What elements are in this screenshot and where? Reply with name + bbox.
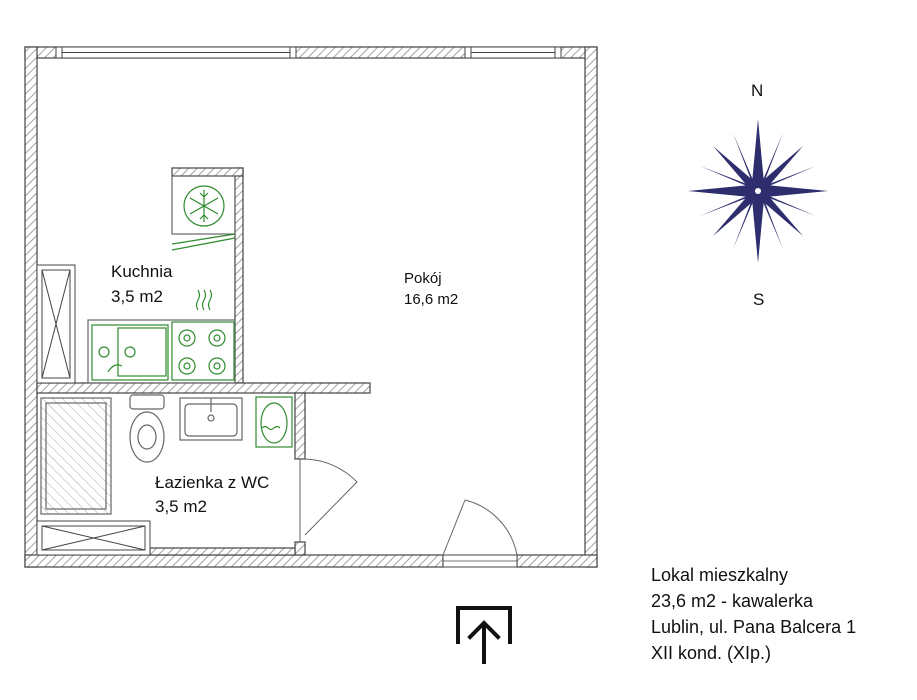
snowflake-icon	[189, 190, 219, 222]
bathroom-area: 3,5 m2	[155, 497, 207, 516]
info-line-area: 23,6 m2 - kawalerka	[651, 591, 814, 611]
doors	[299, 458, 518, 556]
windows	[55, 46, 562, 59]
compass-north-label: N	[751, 81, 764, 100]
bathroom-fixtures	[40, 394, 293, 515]
info-line-address: Lublin, ul. Pana Balcera 1	[651, 617, 857, 637]
interior-walls	[36, 167, 371, 556]
compass-rose-icon	[688, 119, 828, 263]
entrance-arrow-icon	[456, 606, 512, 664]
kitchen-area: 3,5 m2	[111, 287, 163, 306]
compass-south-label: S	[753, 290, 765, 309]
washbasin-icon	[179, 397, 243, 441]
toilet-icon	[129, 394, 165, 463]
ventilation-shafts	[36, 264, 151, 556]
room-area: 16,6 m2	[404, 291, 459, 308]
info-line-floor: XII kond. (XIp.)	[651, 643, 772, 663]
kitchen-fixtures	[87, 175, 236, 384]
outer-walls	[24, 46, 598, 568]
room-name: Pokój	[404, 270, 442, 287]
kitchen-name: Kuchnia	[111, 262, 173, 281]
washing-machine-icon	[255, 396, 293, 448]
property-info: Lokal mieszkalny 23,6 m2 - kawalerka Lub…	[651, 562, 856, 666]
info-line-type: Lokal mieszkalny	[651, 565, 789, 585]
steam-icon	[195, 289, 213, 311]
bathroom-name: Łazienka z WC	[155, 473, 270, 492]
